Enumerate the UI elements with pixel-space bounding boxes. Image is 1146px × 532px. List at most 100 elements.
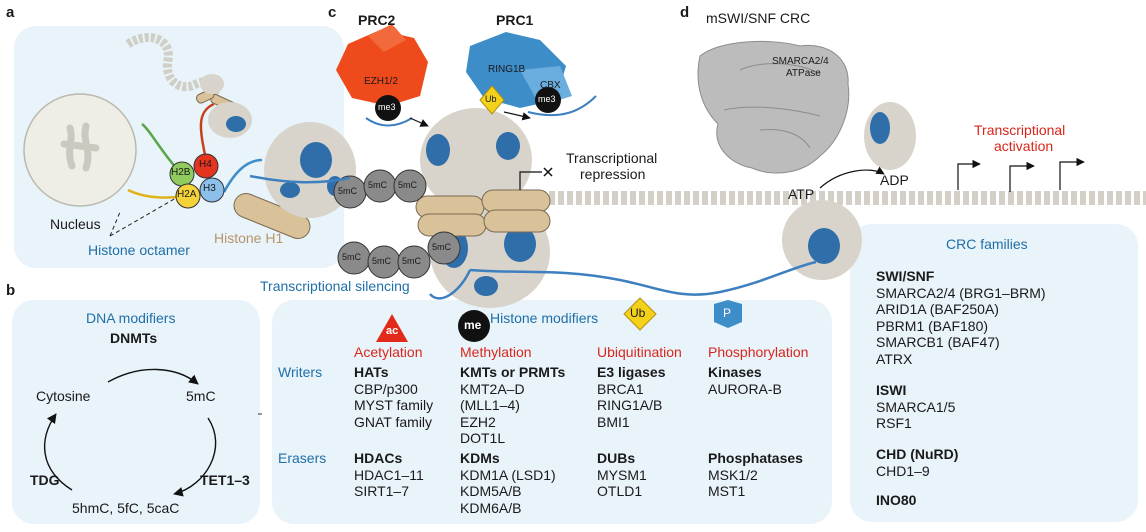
dna-strand-c: [469, 260, 817, 296]
list-item: Kinases: [708, 364, 762, 380]
tdg-label: TDG: [30, 472, 60, 488]
h2a-circle: [175, 183, 201, 209]
histone-modifiers-title: Histone modifiers: [490, 310, 599, 326]
h2b-label: H2B: [171, 167, 191, 178]
prc2-label: PRC2: [358, 12, 396, 28]
ub-text-prc1: Ub: [485, 94, 497, 104]
prc1-label: PRC1: [496, 12, 534, 28]
ubiquitination-header: Ubiquitination: [597, 344, 682, 360]
smarca-label-2: ATPase: [786, 68, 821, 79]
ezh-label: EZH1/2: [364, 76, 398, 87]
me-badge-text: me: [464, 318, 482, 332]
list-item: PBRM1 (BAF180): [876, 317, 989, 334]
cbx-label: CBX: [540, 80, 561, 91]
list-item: EZH2: [460, 413, 496, 430]
me3-badge-prc2: [375, 95, 401, 121]
dnmt-arrow: [107, 368, 199, 385]
prc1-dna: [527, 95, 597, 117]
list-item: AURORA-B: [708, 380, 782, 397]
h3-circle: [199, 177, 225, 203]
phosphorylation-header: Phosphorylation: [708, 344, 809, 360]
list-item: KDM1A (LSD1): [460, 466, 556, 483]
histone-modifiers-background: [272, 300, 832, 524]
fivemc-bead-3: 5mC: [398, 180, 418, 190]
crc-families-title: CRC families: [946, 236, 1028, 252]
crc-swisnf-group: SWI/SNF SMARCA2/4 (BRG1–BRM) ARID1A (BAF…: [876, 268, 1046, 368]
ub-badge: [623, 297, 657, 331]
list-item: DOT1L: [460, 430, 506, 447]
mswi-snf-complex: [697, 40, 850, 174]
list-item: KDM6A/B: [460, 499, 522, 516]
list-item: GNAT family: [354, 413, 433, 430]
methylation-erasers: KDMs KDM1A (LSD1) KDM5A/B KDM6A/B: [460, 450, 556, 516]
ac-badge: [376, 314, 408, 342]
octamer-dash-line-2: [109, 211, 121, 237]
phosphorylation-writers: Kinases AURORA-B: [708, 364, 782, 397]
ub-diamond-prc1: [479, 85, 505, 115]
dnmts-label: DNMTs: [110, 330, 158, 346]
me-badge: [458, 310, 490, 342]
list-item: Phosphatases: [708, 450, 803, 466]
fivemc-label: 5mC: [186, 388, 216, 404]
methylation-header: Methylation: [460, 344, 532, 360]
ubiquitination-erasers: DUBs MYSM1 OTLD1: [597, 450, 647, 500]
list-item: KMT2A–D: [460, 380, 525, 397]
h4-tail: [199, 102, 215, 161]
list-item: OTLD1: [597, 483, 643, 500]
me3-text-prc2: me3: [378, 102, 396, 112]
list-item: ATRX: [876, 350, 913, 367]
crc-ino80-group: INO80: [876, 492, 916, 509]
list-item: (MLL1–4): [460, 397, 520, 414]
chromosome-shape: [60, 122, 100, 172]
list-item: KDM5A/B: [460, 483, 522, 500]
list-item: RING1A/B: [597, 397, 663, 414]
silencing-label: Transcriptional silencing: [260, 278, 410, 294]
p-badge-text: P: [723, 306, 732, 320]
writers-row-label: Writers: [278, 364, 323, 380]
crc-families-background: [850, 224, 1138, 522]
panel-letter-b: b: [6, 282, 16, 299]
crc-chd-group: CHD (NuRD) CHD1–9: [876, 446, 958, 479]
nucleosome-small: [200, 74, 252, 138]
mswi-snf-title: mSWI/SNF CRC: [706, 10, 811, 26]
list-item: HDACs: [354, 450, 403, 466]
dna-strand-c2: [429, 269, 472, 300]
histone-octamer-label: Histone octamer: [88, 242, 190, 258]
panel-letter-a: a: [6, 4, 15, 21]
p-badge: [714, 300, 742, 328]
activation-label-1: Transcriptional: [974, 122, 1066, 138]
phosphorylation-erasers: Phosphatases MSK1/2 MST1: [708, 450, 803, 500]
crc-group-name: ISWI: [876, 382, 907, 398]
list-item: E3 ligases: [597, 364, 666, 380]
list-item: SMARCA2/4 (BRG1–BRM): [876, 284, 1046, 301]
fivemc-bead-7: 5mC: [432, 242, 452, 252]
h2b-tail: [141, 123, 179, 171]
list-item: ARID1A (BAF250A): [876, 301, 999, 318]
crc-group-name: CHD (NuRD): [876, 446, 959, 462]
dna-strand-a: [249, 174, 351, 184]
list-item: MYSM1: [597, 466, 647, 483]
list-item: HDAC1–11: [354, 466, 424, 483]
list-item: KDMs: [460, 450, 500, 466]
crc-iswi-group: ISWI SMARCA1/5 RSF1: [876, 382, 955, 432]
h3-label: H3: [203, 183, 216, 194]
prc1-arrow: [503, 111, 531, 121]
octamer-dash-line-1: [109, 189, 191, 237]
list-item: KMTs or PRMTs: [460, 364, 566, 380]
atp-label: ATP: [788, 186, 815, 202]
panel-b-background: [12, 300, 260, 524]
ac-badge-text: ac: [386, 325, 399, 337]
tet-label: TET1–3: [200, 472, 250, 488]
list-item: MYST family: [354, 397, 434, 414]
oxidized-label: 5hmC, 5fC, 5caC: [72, 500, 180, 516]
repression-label-2: repression: [580, 166, 646, 182]
h4-label: H4: [199, 159, 212, 170]
panel-letter-c: c: [328, 4, 337, 21]
nucleus-shape: [23, 93, 137, 207]
repression-label-1: Transcriptional: [566, 150, 658, 166]
fivemc-bead-6: 5mC: [402, 256, 422, 266]
tet-arrow: [173, 417, 217, 497]
list-item: MST1: [708, 483, 746, 500]
nucleosome-right: [782, 102, 916, 280]
